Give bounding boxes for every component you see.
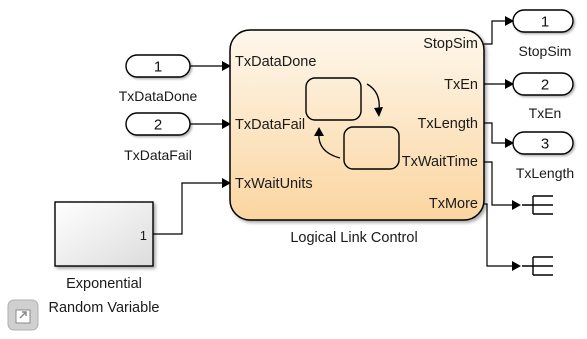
open-badge-button[interactable] [7, 299, 39, 331]
outport-3-shape[interactable] [512, 131, 574, 155]
chart-output-txwaittime: TxWaitTime [402, 154, 478, 170]
chart-output-txmore: TxMore [429, 196, 478, 212]
inport-1-label: TxDataDone [119, 88, 198, 104]
terminator-1-block[interactable] [522, 195, 553, 215]
arrow-txdatadone [222, 61, 231, 71]
transition-arrowhead-up [314, 127, 324, 136]
inport-1-block[interactable]: 1 TxDataDone [119, 54, 198, 104]
arrow-txwaittime [512, 200, 521, 210]
open-arrow-icon [15, 309, 31, 324]
inport-1-number: 1 [154, 59, 162, 76]
inport-2-block[interactable]: 2 TxDataFail [124, 112, 192, 163]
output-wires [484, 16, 521, 271]
inport-2-label: TxDataFail [124, 147, 192, 163]
wire-txmore [484, 203, 512, 267]
arrow-txlength [505, 138, 514, 148]
state-icon-bottom [343, 126, 400, 170]
source-block-port-number: 1 [140, 228, 147, 243]
chart-input-txdatafail: TxDataFail [235, 117, 305, 133]
wire-txwaittime [484, 161, 512, 206]
terminator-2-block[interactable] [522, 256, 553, 276]
source-block-label-line1: Exponential [66, 276, 142, 292]
outport-1-number: 1 [541, 14, 549, 31]
outport-3-label: TxLength [516, 165, 574, 181]
arrow-txdatafail [222, 119, 231, 129]
chart-output-txen: TxEn [444, 77, 478, 93]
outport-2-number: 2 [541, 77, 549, 94]
outport-3-number: 3 [541, 136, 549, 153]
terminator-2-icon [522, 256, 553, 276]
source-block-label-line2: Random Variable [49, 300, 160, 316]
arrow-txmore [512, 261, 521, 271]
outport-2-block[interactable]: 2 TxEn [512, 72, 574, 121]
outport-3-block[interactable]: 3 TxLength [512, 131, 574, 181]
logical-link-control-chart[interactable]: TxDataDone TxDataFail TxWaitUnits StopSi… [229, 29, 485, 246]
chart-input-txdatadone: TxDataDone [235, 54, 316, 70]
source-block-shape[interactable] [54, 201, 154, 267]
outport-2-label: TxEn [529, 105, 562, 121]
outport-1-shape[interactable] [512, 9, 574, 33]
terminator-1-icon [522, 195, 553, 215]
exponential-random-variable-block[interactable]: 1 Exponential Random Variable [49, 201, 160, 316]
input-wires [153, 61, 231, 235]
outport-1-label: StopSim [519, 43, 572, 59]
outport-1-block[interactable]: 1 StopSim [512, 9, 574, 59]
arrow-stopsim [505, 16, 514, 26]
chart-output-txlength: TxLength [418, 116, 478, 132]
outport-2-shape[interactable] [512, 72, 574, 96]
chart-name-label: Logical Link Control [290, 230, 417, 246]
chart-input-txwaitunits: TxWaitUnits [235, 176, 313, 192]
stateflow-icon [305, 77, 400, 170]
inport-2-number: 2 [154, 117, 162, 134]
arrow-txwaitunits [222, 178, 231, 188]
wire-stopsim [484, 20, 505, 45]
chart-output-stopsim: StopSim [423, 36, 478, 52]
chart-shape[interactable] [229, 29, 485, 221]
wire-txwaitunits [153, 182, 222, 235]
wire-txlength [484, 122, 505, 144]
state-icon-top [305, 77, 362, 121]
arrow-txen [505, 79, 514, 89]
transition-arrowhead-down [374, 107, 383, 117]
transition-arrow-down [366, 83, 380, 111]
